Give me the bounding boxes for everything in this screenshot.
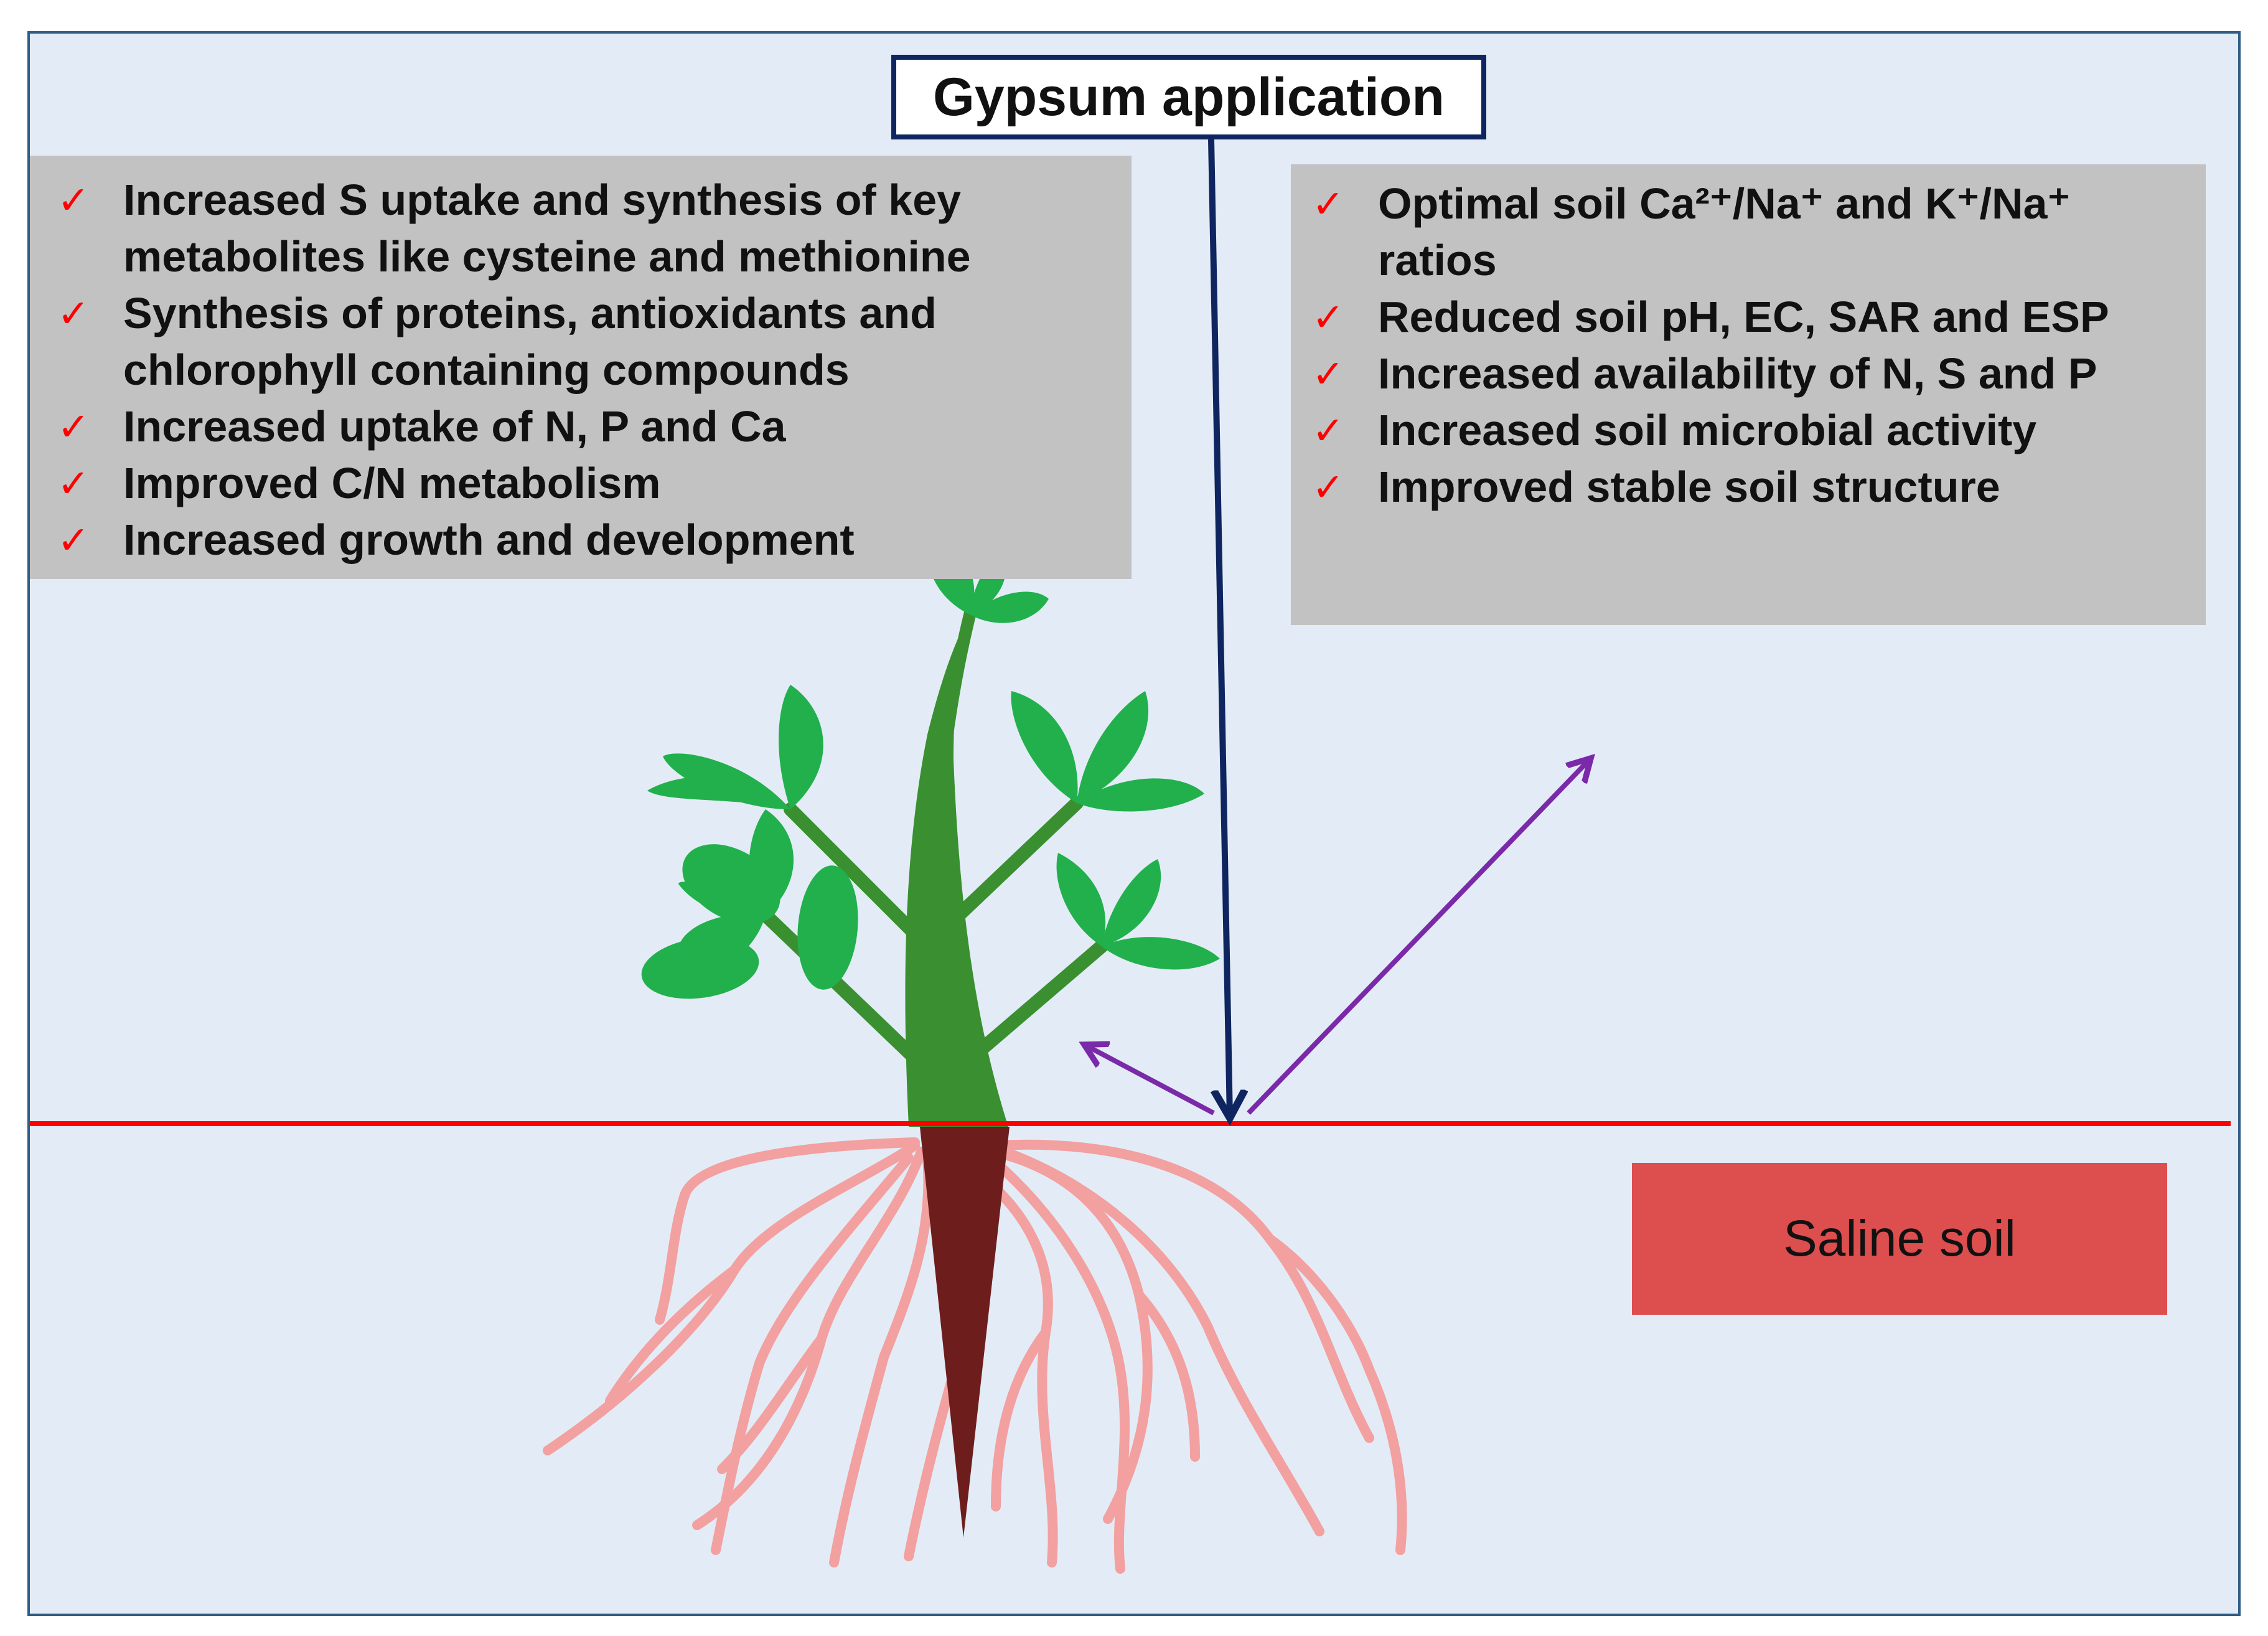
soil-effect-item: ✓ Reduced soil pH, EC, SAR and ESP: [1310, 289, 2187, 346]
check-icon: ✓: [57, 177, 90, 223]
soil-effect-item: ✓ Improved stable soil structure: [1310, 459, 2187, 515]
soil-effect-item: ✓ Increased soil microbial activity: [1310, 402, 2187, 459]
soil-effect-text: Improved stable soil structure: [1378, 463, 2000, 511]
roots: [543, 1137, 1407, 1574]
check-icon: ✓: [1312, 294, 1344, 340]
check-icon: ✓: [57, 461, 90, 506]
plant-effect-item: ✓ Increased uptake of N, P and Ca: [55, 398, 1113, 455]
soil-effect-text: Optimal soil Ca²⁺/Na⁺ and K⁺/Na⁺ ratios: [1378, 179, 2071, 284]
plant-effects-box: ✓ Increased S uptake and synthesis of key…: [30, 156, 1132, 579]
arrow-to-plant: [1084, 1045, 1215, 1116]
soil-effect-text: Increased availability of N, S and P: [1378, 349, 2097, 398]
check-icon: ✓: [57, 517, 90, 563]
check-icon: ✓: [1312, 464, 1344, 510]
soil-effect-text: Increased soil microbial activity: [1378, 406, 2037, 454]
gypsum-application-title: Gypsum application: [891, 55, 1486, 139]
plant-effect-text: Improved C/N metabolism: [123, 459, 661, 507]
stem: [905, 616, 1008, 1127]
saline-soil-label: Saline soil: [1632, 1163, 2167, 1315]
plant-effect-item: ✓ Synthesis of proteins, antioxidants and…: [55, 285, 1113, 398]
check-icon: ✓: [1312, 408, 1344, 453]
soil-effect-item: ✓ Optimal soil Ca²⁺/Na⁺ and K⁺/Na⁺ ratios: [1310, 176, 2187, 289]
check-icon: ✓: [57, 291, 90, 336]
arrow-to-soil-effects: [1247, 758, 1591, 1115]
plant-effect-item: ✓ Increased growth and development: [55, 512, 1113, 568]
plant-effect-text: Increased S uptake and synthesis of key …: [123, 176, 971, 281]
soil-effect-item: ✓ Increased availability of N, S and P: [1310, 346, 2187, 402]
check-icon: ✓: [1312, 351, 1344, 397]
check-icon: ✓: [1312, 181, 1344, 227]
plant-effect-item: ✓ Improved C/N metabolism: [55, 455, 1113, 512]
plant-effect-text: Increased uptake of N, P and Ca: [123, 402, 786, 451]
plant-effect-item: ✓ Increased S uptake and synthesis of key…: [55, 172, 1113, 285]
check-icon: ✓: [57, 404, 90, 449]
soil-effect-text: Reduced soil pH, EC, SAR and ESP: [1378, 293, 2109, 341]
gypsum-arrow: [1208, 139, 1230, 1118]
plant-effect-text: Synthesis of proteins, antioxidants and …: [123, 289, 937, 394]
plant-effect-text: Increased growth and development: [123, 515, 855, 564]
taproot: [920, 1127, 1010, 1538]
soil-effects-box: ✓ Optimal soil Ca²⁺/Na⁺ and K⁺/Na⁺ ratios…: [1291, 164, 2206, 625]
